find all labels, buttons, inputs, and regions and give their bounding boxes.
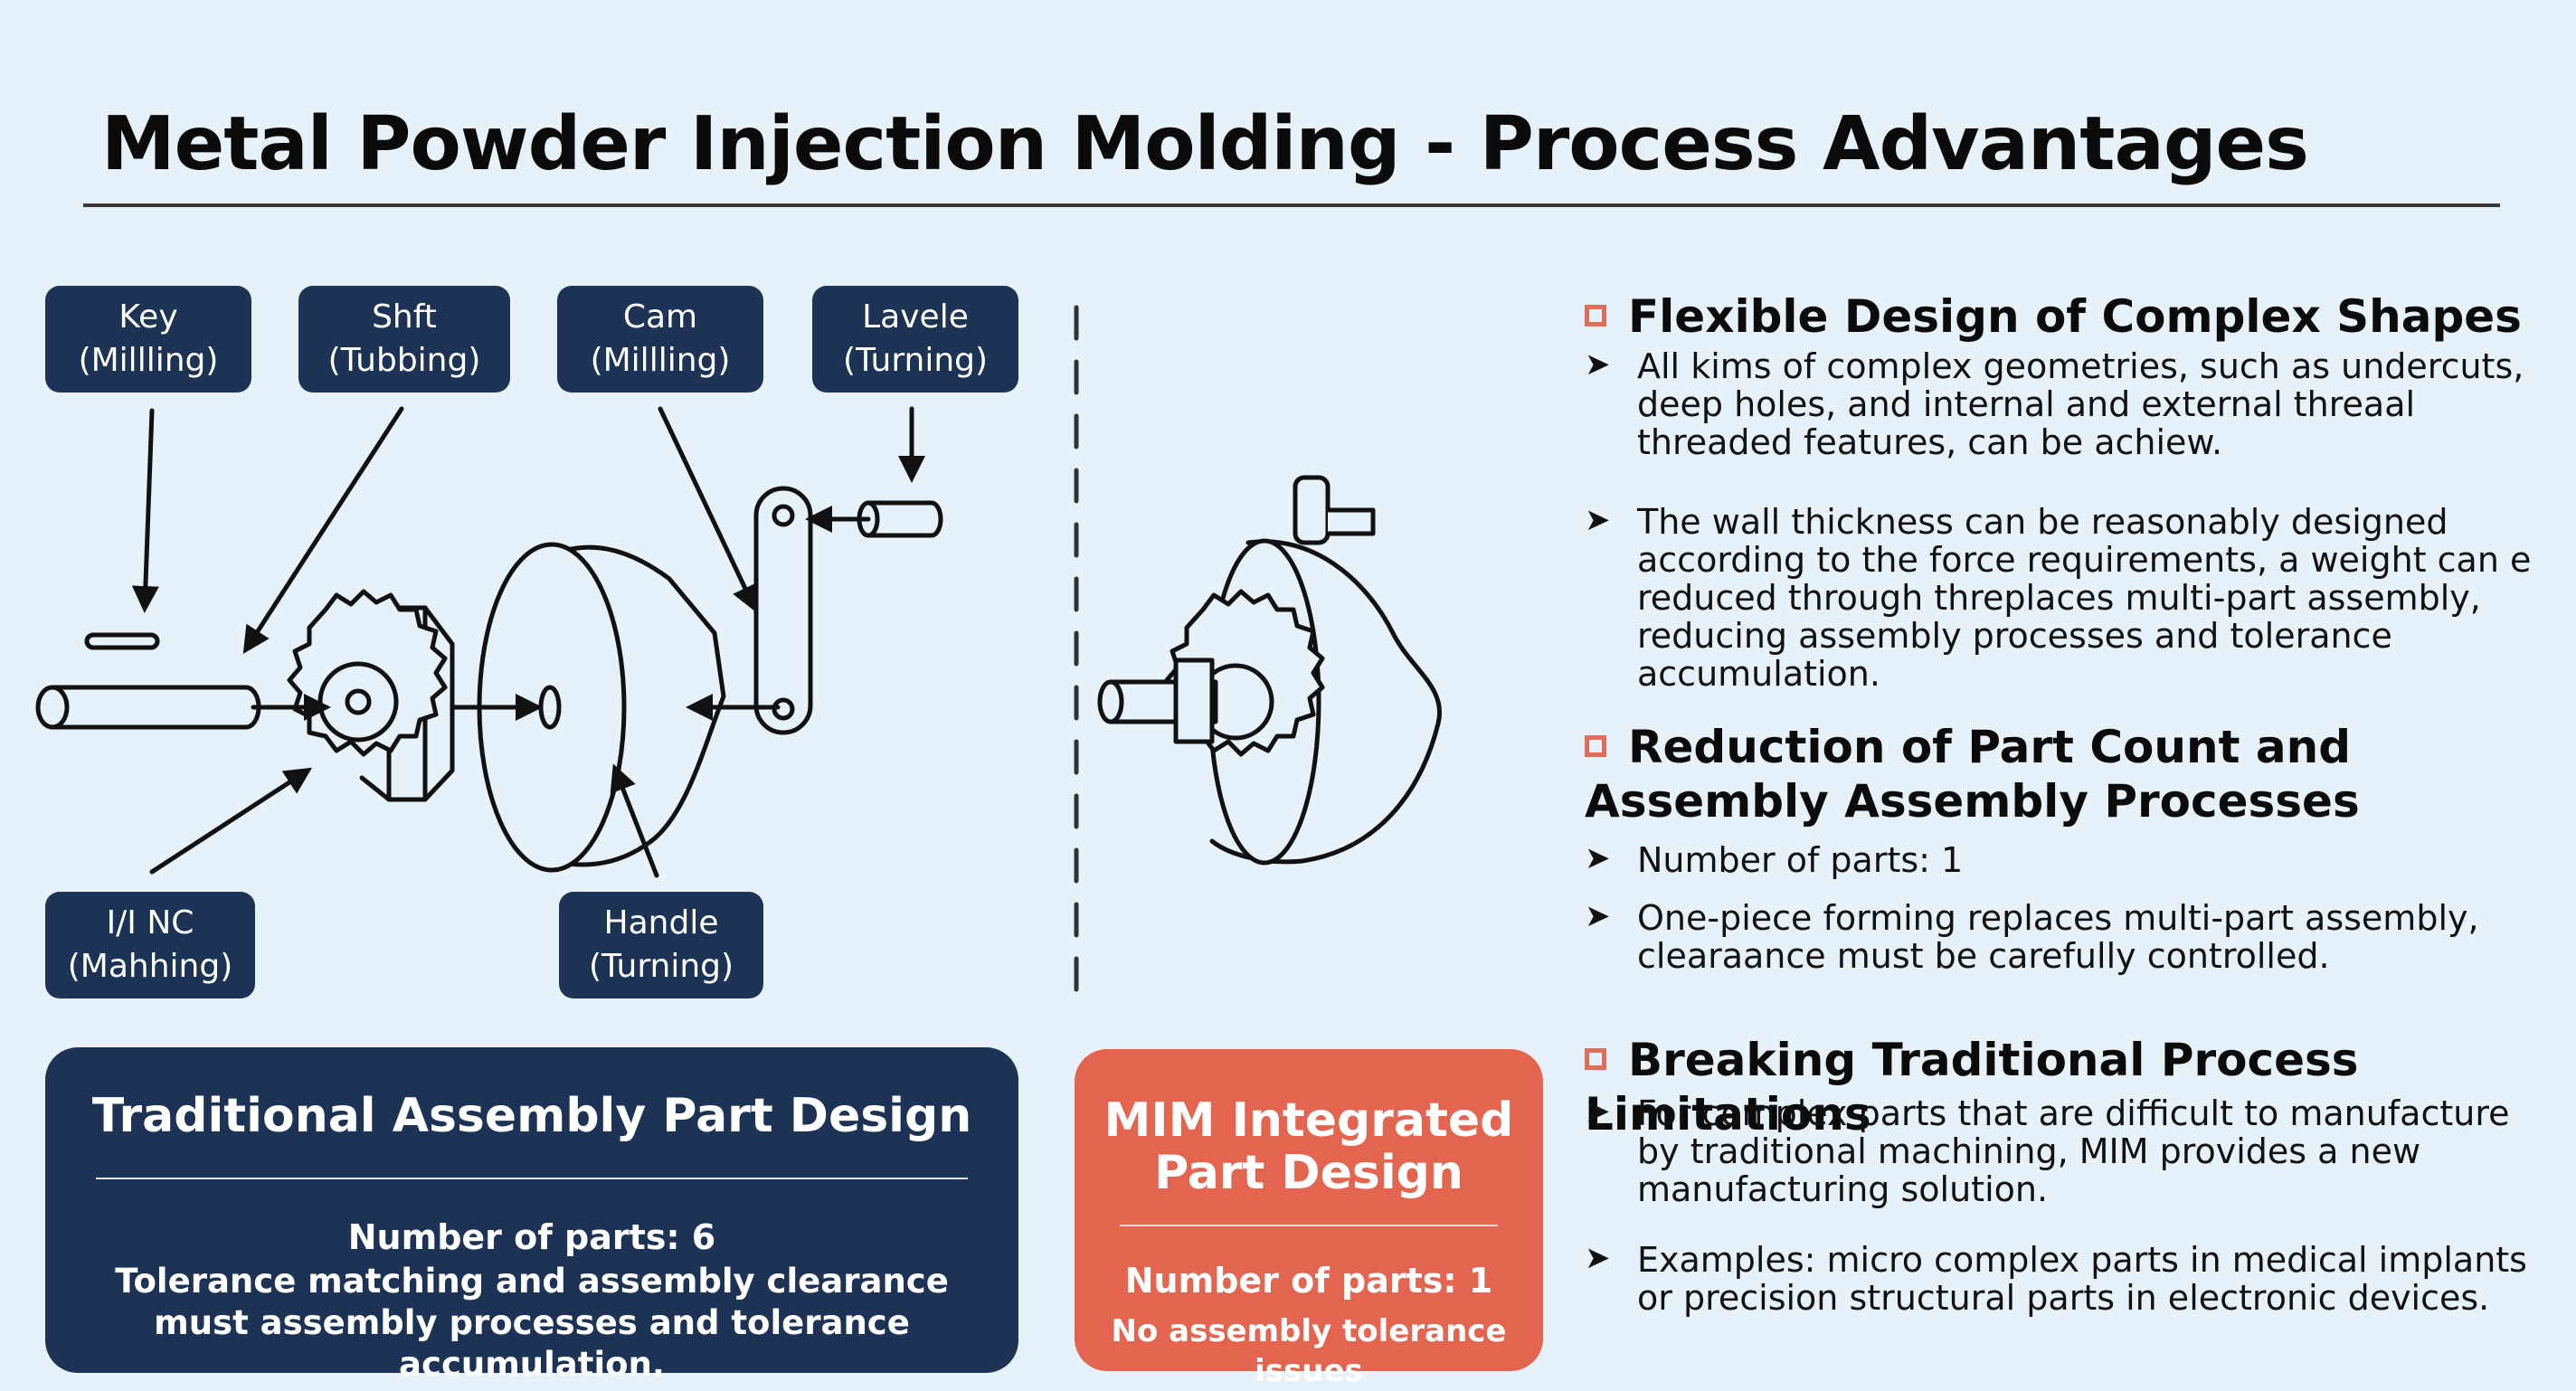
part-process: (Turning) [588,948,734,985]
traditional-note: Tolerance matching and assembly clearanc… [115,1262,949,1384]
section-heading-text: Flexible Design of Complex Shapes [1628,290,2522,343]
mim-heading: MIM Integrated Part Design [1103,1093,1514,1200]
section-heading-reduction: Reduction of Part Count and Assembly Ass… [1585,720,2543,828]
part-tag-handle: Handle (Turning) [559,892,763,998]
integrated-part [1097,475,1442,866]
part-tag-cnc: I/I NC (Mahhing) [45,892,255,998]
arrow-cam [658,406,758,613]
arrow-cnc [149,767,313,875]
part-name: Key [118,298,178,336]
mim-note: No assembly tolerance issues [1111,1313,1507,1389]
section-heading-text: Reduction of Part Count and Assembly Ass… [1585,721,2360,828]
part-process: (Turning) [842,342,989,379]
bullet-text: For complex parts that are difficult to … [1637,1093,2510,1209]
part-process: (Millling) [590,342,731,379]
arrow-handle [610,763,659,878]
chevron-right-icon: ➤ [1585,898,1611,934]
part-tag-key: Key (Millling) [45,286,251,393]
traditional-design-box: Traditional Assembly Part Design Number … [45,1047,1018,1384]
bullet-text: Examples: micro complex parts in medical… [1637,1240,2527,1318]
bullet-item: ➤ Examples: micro complex parts in medic… [1585,1240,2543,1318]
gear-part [287,589,455,802]
bullet-item: ➤ Number of parts: 1 [1585,840,2543,880]
traditional-heading: Traditional Assembly Part Design [91,1089,972,1143]
square-outline-icon [1585,734,1606,757]
square-outline-icon [1585,304,1606,326]
bullet-text: One-piece forming replaces multi-part as… [1637,898,2479,976]
chevron-right-icon: ➤ [1585,346,1611,383]
part-tag-cam: Cam (Millling) [557,286,763,393]
title-divider [83,203,2500,207]
bullet-text: The wall thickness can be reasonably des… [1637,502,2532,694]
bullet-item: ➤ One-piece forming replaces multi-part … [1585,898,2543,976]
key-part [84,632,160,650]
bullet-item: ➤ The wall thickness can be reasonably d… [1585,502,2543,694]
arrow-key [131,408,159,613]
chevron-right-icon: ➤ [1585,1093,1611,1130]
page-title: Metal Powder Injection Molding - Process… [101,101,2309,187]
traditional-divider [96,1178,968,1179]
bullet-item: ➤ For complex parts that are difficult t… [1585,1093,2543,1209]
part-process: (Millling) [78,342,219,379]
square-outline-icon [1585,1047,1606,1070]
part-name: Shft [372,298,437,336]
chevron-right-icon: ➤ [1585,1240,1611,1276]
part-tag-shaft: Shft (Tubbing) [298,286,510,393]
section-heading-breaking: Breaking Traditional Process Limitations [1585,1033,2543,1141]
mim-divider [1120,1225,1498,1226]
traditional-part-count: Number of parts: 6 [347,1217,716,1257]
arrow-shaft [242,406,404,655]
part-name: Lavele [862,298,969,336]
section-heading-text: Breaking Traditional Process Limitations [1585,1034,2359,1140]
chevron-right-icon: ➤ [1585,840,1611,876]
part-name: Handle [603,904,719,942]
part-tag-lever: Lavele (Turning) [812,286,1018,393]
chevron-right-icon: ➤ [1585,502,1611,538]
section-heading-flexible: Flexible Design of Complex Shapes [1585,289,2543,344]
part-name: Cam [622,298,698,336]
bullet-text: Number of parts: 1 [1637,840,1964,880]
lever-pin-part [857,500,943,538]
lever-part [753,486,813,735]
part-process: (Mahhing) [67,948,233,985]
part-process: (Tubbing) [327,342,481,379]
shaft-part [35,685,261,730]
part-name: I/I NC [106,904,194,942]
bullet-item: ➤ All kims of complex geometries, such a… [1585,346,2543,462]
bullet-text: All kims of complex geometries, such as … [1637,346,2524,462]
mim-design-box: MIM Integrated Part Design Number of par… [1075,1049,1543,1389]
mim-part-count: Number of parts: 1 [1124,1261,1493,1301]
